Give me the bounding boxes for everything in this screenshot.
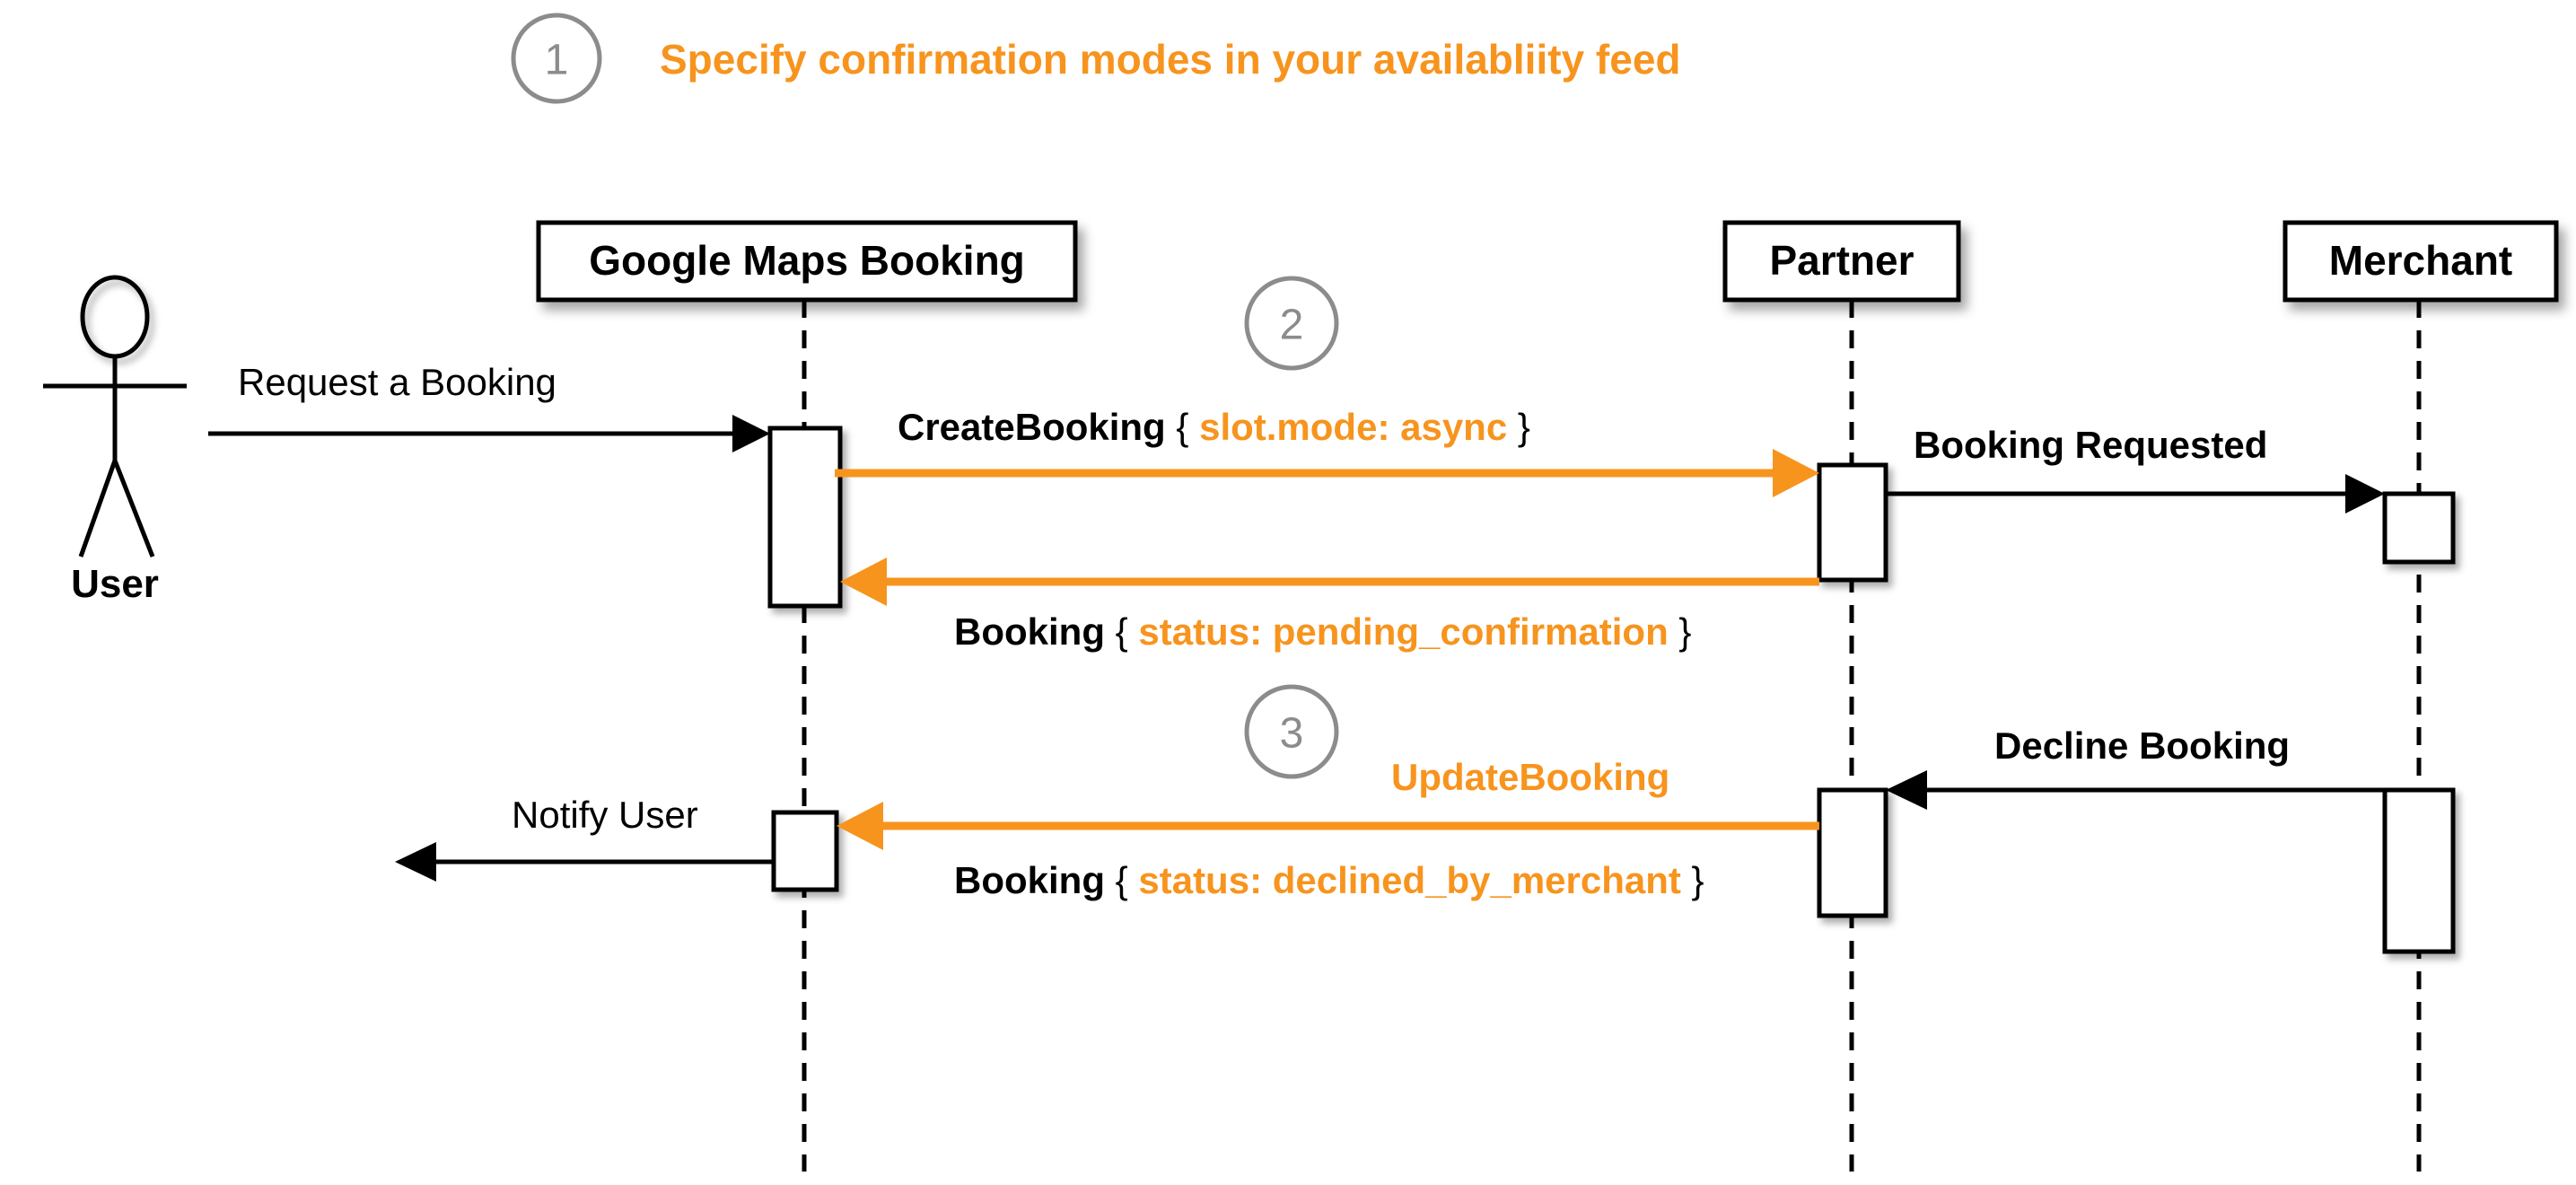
activation-merchant-2 [2382, 787, 2456, 954]
badge-2-number: 2 [1280, 302, 1304, 349]
badge-3-number: 3 [1280, 710, 1304, 758]
message-request-a-booking: Request a Booking [208, 361, 770, 452]
booking-declined-status: status: declined_by_merchant [1138, 859, 1681, 901]
page-title: Specify confirmation modes in your avail… [660, 36, 1681, 83]
create-booking-brace-close: } [1507, 406, 1530, 448]
step-badge-1: 1 [511, 13, 602, 104]
activation-google-maps-booking-2 [771, 810, 839, 892]
participant-partner[interactable]: Partner [1722, 220, 1961, 303]
message-booking-requested: Booking Requested [1886, 424, 2385, 514]
arrowhead-left-icon [395, 842, 436, 882]
message-decline-booking: Decline Booking [1886, 724, 2385, 810]
participant-box-merchant[interactable] [2282, 220, 2559, 303]
create-booking-brace-open: { [1166, 406, 1199, 448]
participant-label-partner: Partner [1769, 237, 1914, 284]
arrowhead-right-icon [2345, 474, 2385, 514]
message-notify-user: Notify User [395, 794, 774, 882]
booking-pending-status: status: pending_confirmation [1138, 610, 1668, 653]
participant-merchant[interactable]: Merchant [2282, 220, 2559, 303]
booking-pending-brace-open: { [1105, 610, 1138, 653]
message-label-booking-requested: Booking Requested [1914, 424, 2267, 466]
actor-leg-left-icon [78, 460, 118, 557]
badge-1-number: 1 [545, 37, 569, 84]
participant-label-merchant: Merchant [2329, 237, 2512, 284]
message-label-notify-user: Notify User [512, 794, 698, 836]
actor-head-icon [80, 275, 150, 359]
activation-google-maps-booking-1 [767, 426, 843, 609]
step-badge-3: 3 [1244, 684, 1339, 779]
arrowhead-right-icon [1773, 449, 1819, 497]
message-label-update-booking: UpdateBooking [1391, 756, 1669, 798]
message-update-booking: UpdateBooking Booking { status: declined… [837, 756, 1819, 901]
activation-partner-1 [1817, 462, 1888, 583]
participant-box-partner[interactable] [1722, 220, 1961, 303]
step-badge-2: 2 [1244, 276, 1339, 371]
actor-leg-right-icon [112, 460, 155, 557]
message-booking-pending-confirmation: Booking { status: pending_confirmation } [840, 557, 1819, 653]
arrowhead-left-icon [1886, 770, 1927, 810]
message-label-decline-booking: Decline Booking [1994, 724, 2290, 767]
message-label-create-booking: CreateBooking { slot.mode: async } [898, 406, 1530, 448]
arrowhead-right-icon [732, 415, 770, 452]
activation-bars [767, 426, 2456, 954]
message-label-booking-declined: Booking { status: declined_by_merchant } [954, 859, 1704, 901]
arrowhead-left-icon [840, 557, 887, 606]
message-create-booking: CreateBooking { slot.mode: async } [835, 406, 1819, 497]
actor-user: User [43, 275, 187, 606]
message-label-request-a-booking: Request a Booking [238, 361, 556, 403]
booking-pending-type: Booking [954, 610, 1105, 653]
participant-google-maps-booking[interactable]: Google Maps Booking [536, 220, 1078, 303]
create-booking-param: slot.mode: async [1199, 406, 1507, 448]
participant-box-google-maps-booking[interactable] [536, 220, 1078, 303]
booking-declined-brace-close: } [1681, 859, 1704, 901]
badge-circle-icon [511, 13, 602, 104]
activation-partner-2 [1817, 787, 1888, 918]
title-row: 1 Specify confirmation modes in your ava… [511, 13, 1681, 104]
booking-declined-brace-open: { [1105, 859, 1138, 901]
badge-circle-icon [1244, 684, 1339, 779]
lifelines [802, 300, 2422, 1172]
booking-pending-brace-close: } [1669, 610, 1692, 653]
actor-user-label: User [71, 562, 159, 606]
create-booking-method: CreateBooking [898, 406, 1166, 448]
arrowhead-left-icon [837, 802, 883, 850]
booking-declined-type: Booking [954, 859, 1105, 901]
badge-circle-icon [1244, 276, 1339, 371]
message-label-booking-pending-confirmation: Booking { status: pending_confirmation } [954, 610, 1691, 653]
activation-merchant-1 [2382, 491, 2456, 565]
participant-label-google-maps-booking: Google Maps Booking [589, 237, 1025, 284]
